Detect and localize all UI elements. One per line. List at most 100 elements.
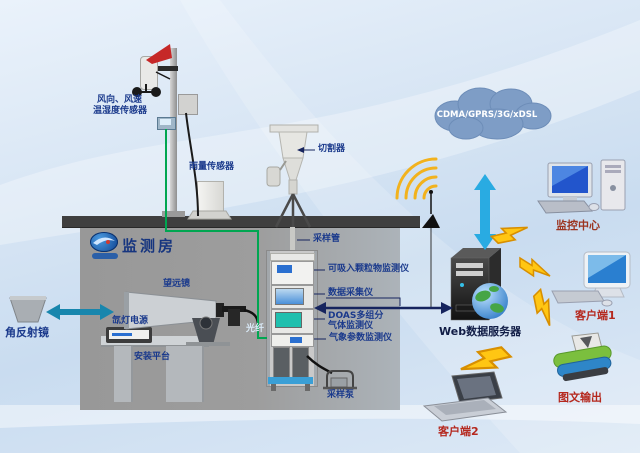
swoosh-band <box>0 20 640 245</box>
cutter-canister <box>266 166 281 187</box>
wind-vane-icon <box>146 44 172 64</box>
rack-bottom-strip <box>268 377 313 384</box>
green-cable <box>165 129 267 339</box>
printer-feed <box>580 336 592 348</box>
printer-body <box>553 345 612 382</box>
rack-top-plate <box>270 253 315 261</box>
cutter-callout-arrowhead <box>297 147 304 153</box>
tower-button <box>610 185 616 191</box>
arrowhead-left-icon <box>314 302 326 314</box>
cutter-label: 切割器 <box>318 144 346 154</box>
lightning-bolt-icon <box>460 346 513 371</box>
wind-sensor-label-line1: 风向、风速 <box>97 95 143 105</box>
table-leg <box>114 346 133 402</box>
cloud-shape <box>434 87 552 140</box>
anemometer-cup <box>151 87 161 97</box>
logo-dot <box>106 240 110 244</box>
pump-frame <box>326 370 354 388</box>
arrowhead-right-icon <box>441 302 453 314</box>
mount-joint <box>199 316 213 330</box>
antenna-tip <box>429 190 433 194</box>
web-server-label: Web数据服务器 <box>439 325 522 338</box>
mast-base <box>162 211 185 217</box>
callout-lines <box>297 149 401 340</box>
logo-text-pill <box>92 253 118 259</box>
pm-monitor-screen <box>277 265 292 273</box>
doas-label-line2: 气体监测仪 <box>328 321 374 331</box>
arrowhead-up-icon <box>474 174 496 190</box>
tower-slot <box>605 170 621 173</box>
telescope-bracket <box>216 303 224 317</box>
lightning-bolt-icon <box>532 287 551 326</box>
data-logger-label: 数据采集仪 <box>328 288 374 298</box>
reflector-rim <box>10 296 46 300</box>
mouse <box>601 299 613 307</box>
server-power-led <box>460 283 464 287</box>
imac-glare <box>588 255 626 278</box>
mount-base <box>186 342 230 346</box>
rain-sensor-label: 雨量传感器 <box>189 162 235 172</box>
telescope-mount <box>192 318 220 345</box>
monitor-center-label: 监控中心 <box>556 219 600 232</box>
data-logger-screen <box>275 288 304 305</box>
arrowhead-right-icon <box>100 304 114 320</box>
anemometer-cup <box>132 87 142 97</box>
sensor-cable-short <box>155 71 171 80</box>
pm-monitor-label: 可吸入颗粒物监测仪 <box>328 264 410 274</box>
lightning-bolt-icon <box>489 226 528 245</box>
client1-label: 客户端1 <box>575 309 616 322</box>
sampling-tube <box>290 227 295 252</box>
fiber-coupler <box>228 309 240 326</box>
table-top <box>101 336 209 347</box>
wifi-waves-icon <box>395 157 438 200</box>
xenon-panel-display <box>112 333 132 336</box>
screen-glare <box>552 166 588 186</box>
platform-label: 安装平台 <box>134 352 171 362</box>
xenon-label: 氙灯电源 <box>112 316 149 326</box>
telescope-label: 望远镜 <box>163 279 191 289</box>
lightning-bolts <box>460 226 551 371</box>
sensor-cable <box>185 112 199 217</box>
room-title: 监测房 <box>122 237 177 255</box>
antenna-base <box>422 214 440 228</box>
arrowhead-left-icon <box>46 304 60 320</box>
arrowhead-down-icon <box>474 234 496 250</box>
sensor-display-screen <box>160 119 171 125</box>
keyboard <box>537 200 594 214</box>
tripod-leg <box>274 193 295 228</box>
mount-pedestal <box>166 346 204 402</box>
weather-param-screen <box>290 337 302 343</box>
logo-swirl-shape <box>93 237 115 245</box>
monitor-stand <box>563 197 577 202</box>
server-bay <box>456 271 483 276</box>
lightning-bolt-icon <box>519 256 551 278</box>
tripod-leg <box>291 193 312 228</box>
server-bay <box>456 263 483 268</box>
client2-label: 客户端2 <box>438 425 479 438</box>
weather-mast <box>170 48 177 217</box>
mouse <box>588 203 600 211</box>
laptop-keys <box>434 400 496 415</box>
globe-continents <box>475 286 504 313</box>
wind-sensor-label-line2: 温湿度传感器 <box>93 106 148 116</box>
rack-leg <box>305 384 310 391</box>
fiber-label: 光纤 <box>246 324 265 334</box>
tower-slot <box>605 165 621 168</box>
canister-pipe <box>279 160 287 171</box>
doas-label-line1: DOAS多组分 <box>328 311 384 321</box>
crossarm <box>150 66 178 71</box>
pump-label: 采样泵 <box>327 390 355 400</box>
doas-screen <box>275 312 302 328</box>
server-top <box>451 248 501 258</box>
